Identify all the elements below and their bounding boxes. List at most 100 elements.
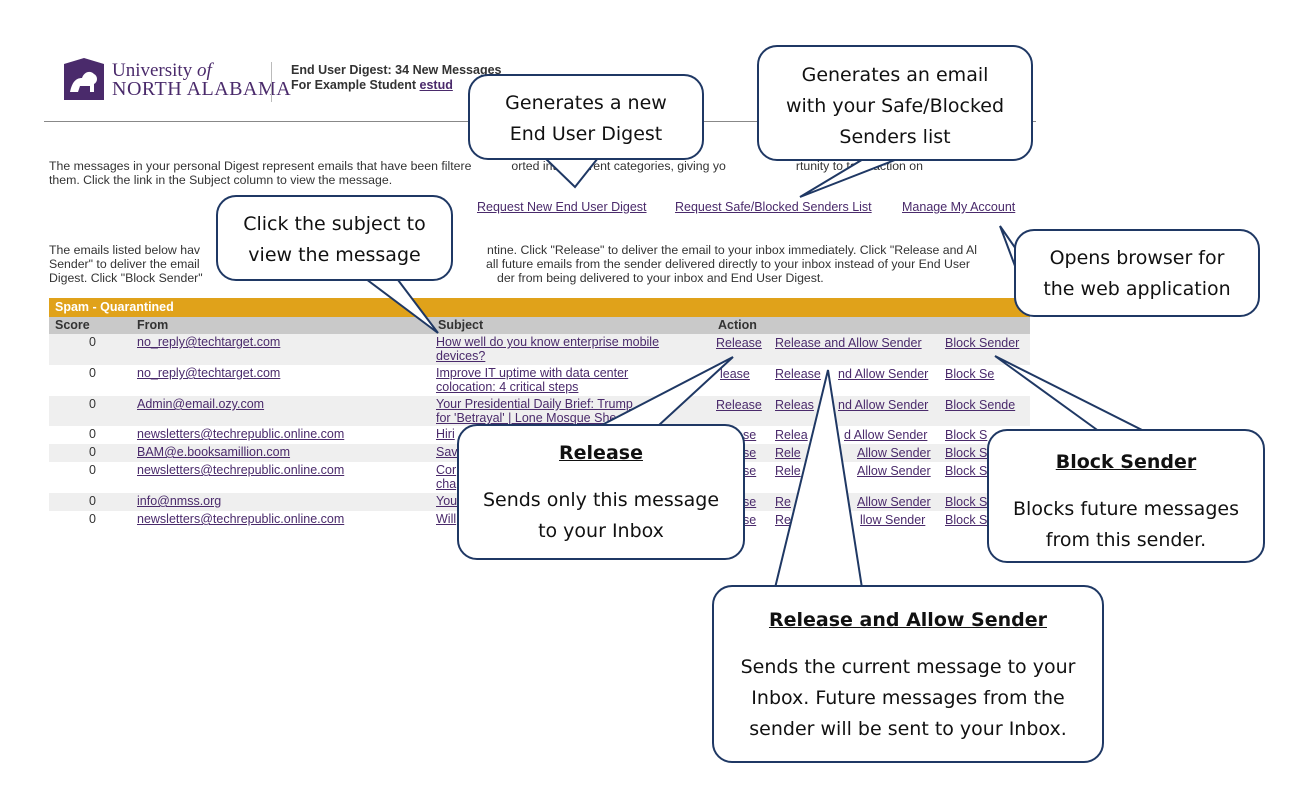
callout-block-body2: from this sender. xyxy=(1045,529,1207,551)
table-row: 0 newsletters@techrepublic.online.com Co… xyxy=(49,462,1030,493)
release-link[interactable]: se xyxy=(743,446,757,460)
column-subject: Subject xyxy=(438,318,484,332)
release-allow-link-rest[interactable]: Allow Sender xyxy=(857,464,931,478)
score-cell: 0 xyxy=(89,335,96,349)
callout-subject-line1: Click the subject to xyxy=(243,213,426,235)
release-allow-link-rest[interactable]: Allow Sender xyxy=(857,446,931,460)
section-title: Spam - Quarantined xyxy=(49,298,1030,317)
release-link[interactable]: lease xyxy=(720,367,750,381)
request-safe-blocked-link[interactable]: Request Safe/Blocked Senders List xyxy=(675,200,872,214)
block-sender-link[interactable]: Block Sender xyxy=(945,336,1020,350)
column-action: Action xyxy=(718,318,757,332)
subject-line2[interactable]: for 'Betrayal' | Lone Mosque She xyxy=(436,411,617,425)
block-sender-link[interactable]: Block Sende xyxy=(945,398,1016,412)
manage-account-link[interactable]: Manage My Account xyxy=(902,200,1016,214)
subject-link[interactable]: Will xyxy=(436,512,457,526)
from-link[interactable]: newsletters@techrepublic.online.com xyxy=(137,463,345,477)
subject-line1[interactable]: Your Presidential Daily Brief: Trump xyxy=(436,397,633,411)
subject-line1[interactable]: Improve IT uptime with data center xyxy=(436,366,629,380)
release-link[interactable]: Release xyxy=(716,398,762,412)
from-link[interactable]: BAM@e.booksamillion.com xyxy=(137,445,291,459)
pointer-release-allow xyxy=(773,369,864,589)
from-link[interactable]: newsletters@techrepublic.online.com xyxy=(137,427,345,441)
pointer-new-digest xyxy=(542,157,601,189)
from-link[interactable]: no_reply@techtarget.com xyxy=(137,366,281,380)
explain-line1-b: ntine. Click "Release" to deliver the em… xyxy=(487,243,977,257)
intro-text-a: The messages in your personal Digest rep… xyxy=(49,159,472,173)
block-sender-link[interactable]: Block S xyxy=(945,513,988,527)
explain-line1-a: The emails listed below hav xyxy=(49,243,201,257)
request-new-digest-link[interactable]: Request New End User Digest xyxy=(477,200,647,214)
block-sender-link[interactable]: Block S xyxy=(945,495,988,509)
pointer-release xyxy=(599,356,734,427)
digest-user-name: For Example Student xyxy=(291,78,417,92)
block-sender-link[interactable]: Block S xyxy=(945,446,988,460)
digest-user: For Example Student estud xyxy=(291,78,453,92)
from-link[interactable]: newsletters@techrepublic.online.com xyxy=(137,512,345,526)
release-link[interactable]: Release xyxy=(716,336,762,350)
release-allow-link[interactable]: Release and Allow Sender xyxy=(775,336,922,350)
subject-link[interactable]: Hiri xyxy=(436,427,455,441)
block-sender-link[interactable]: Block S xyxy=(945,464,988,478)
callout-browser: Opens browser for the web application xyxy=(1014,229,1260,317)
release-allow-link[interactable]: Relea xyxy=(775,428,808,442)
from-link[interactable]: info@nmss.org xyxy=(137,494,222,508)
logo-text-north-alabama: NORTH ALABAMA xyxy=(112,78,292,100)
subject-link[interactable]: Sav xyxy=(436,445,458,459)
callout-release-title: Release xyxy=(559,442,643,464)
score-cell: 0 xyxy=(89,397,96,411)
subject-line2[interactable]: colocation: 4 critical steps xyxy=(436,380,579,394)
pointer-subject xyxy=(359,275,439,334)
release-link[interactable]: se xyxy=(743,428,757,442)
table-row: 0 newsletters@techrepublic.online.com Wi… xyxy=(49,511,1030,529)
release-link[interactable]: se xyxy=(743,513,757,527)
subject-link[interactable]: You xyxy=(436,494,458,508)
university-logo: University of NORTH ALABAMA xyxy=(62,58,291,104)
release-allow-link[interactable]: Releas xyxy=(775,398,814,412)
block-sender-link[interactable]: Block S xyxy=(945,428,988,442)
callout-safe-blocked-line2: with your Safe/Blocked xyxy=(785,95,1005,117)
block-sender-link[interactable]: Block Se xyxy=(945,367,995,381)
table-row: 0 newsletters@techrepublic.online.com Hi… xyxy=(49,426,1030,444)
release-allow-link[interactable]: Rele xyxy=(775,464,801,478)
subject-line2[interactable]: cha xyxy=(436,477,457,491)
release-allow-link[interactable]: Re xyxy=(775,513,791,527)
from-link[interactable]: Admin@email.ozy.com xyxy=(137,397,265,411)
subject-line2[interactable]: devices? xyxy=(436,349,486,363)
score-cell: 0 xyxy=(89,512,96,526)
lion-logo-icon xyxy=(64,58,104,100)
release-allow-link-rest[interactable]: nd Allow Sender xyxy=(838,398,929,412)
release-allow-link[interactable]: Re xyxy=(775,495,791,509)
subject-line1[interactable]: Cor xyxy=(436,463,457,477)
score-cell: 0 xyxy=(89,463,96,477)
callout-release: Release Sends only this message to your … xyxy=(457,424,745,560)
table-row: 0 no_reply@techtarget.com Improve IT upt… xyxy=(49,365,1030,396)
digest-user-email-link[interactable]: estud xyxy=(419,78,453,92)
release-allow-link-rest[interactable]: Allow Sender xyxy=(857,495,931,509)
release-allow-link[interactable]: Rele xyxy=(775,446,801,460)
release-link[interactable]: se xyxy=(743,495,757,509)
logo-text-university: University xyxy=(112,60,193,81)
pointer-block xyxy=(994,355,1147,433)
explain-line3-b: der from being delivered to your inbox a… xyxy=(497,271,824,285)
callout-subject: Click the subject to view the message xyxy=(216,195,453,281)
callout-release-body1: Sends only this message xyxy=(482,489,720,511)
release-allow-link-rest[interactable]: llow Sender xyxy=(860,513,926,527)
callout-new-digest: Generates a new End User Digest xyxy=(468,74,704,160)
subject-line1[interactable]: How well do you know enterprise mobile xyxy=(436,335,660,349)
from-link[interactable]: no_reply@techtarget.com xyxy=(137,335,281,349)
release-allow-link-rest[interactable]: nd Allow Sender xyxy=(838,367,929,381)
release-allow-link[interactable]: Release xyxy=(775,367,821,381)
callout-new-digest-line2: End User Digest xyxy=(509,123,663,145)
table-row: 0 Admin@email.ozy.com Your Presidential … xyxy=(49,396,1030,426)
release-allow-link-rest[interactable]: d Allow Sender xyxy=(844,428,928,442)
score-cell: 0 xyxy=(89,445,96,459)
release-link[interactable]: se xyxy=(743,464,757,478)
callout-safe-blocked-line1: Generates an email xyxy=(801,64,989,86)
callout-browser-line1: Opens browser for xyxy=(1049,247,1225,269)
